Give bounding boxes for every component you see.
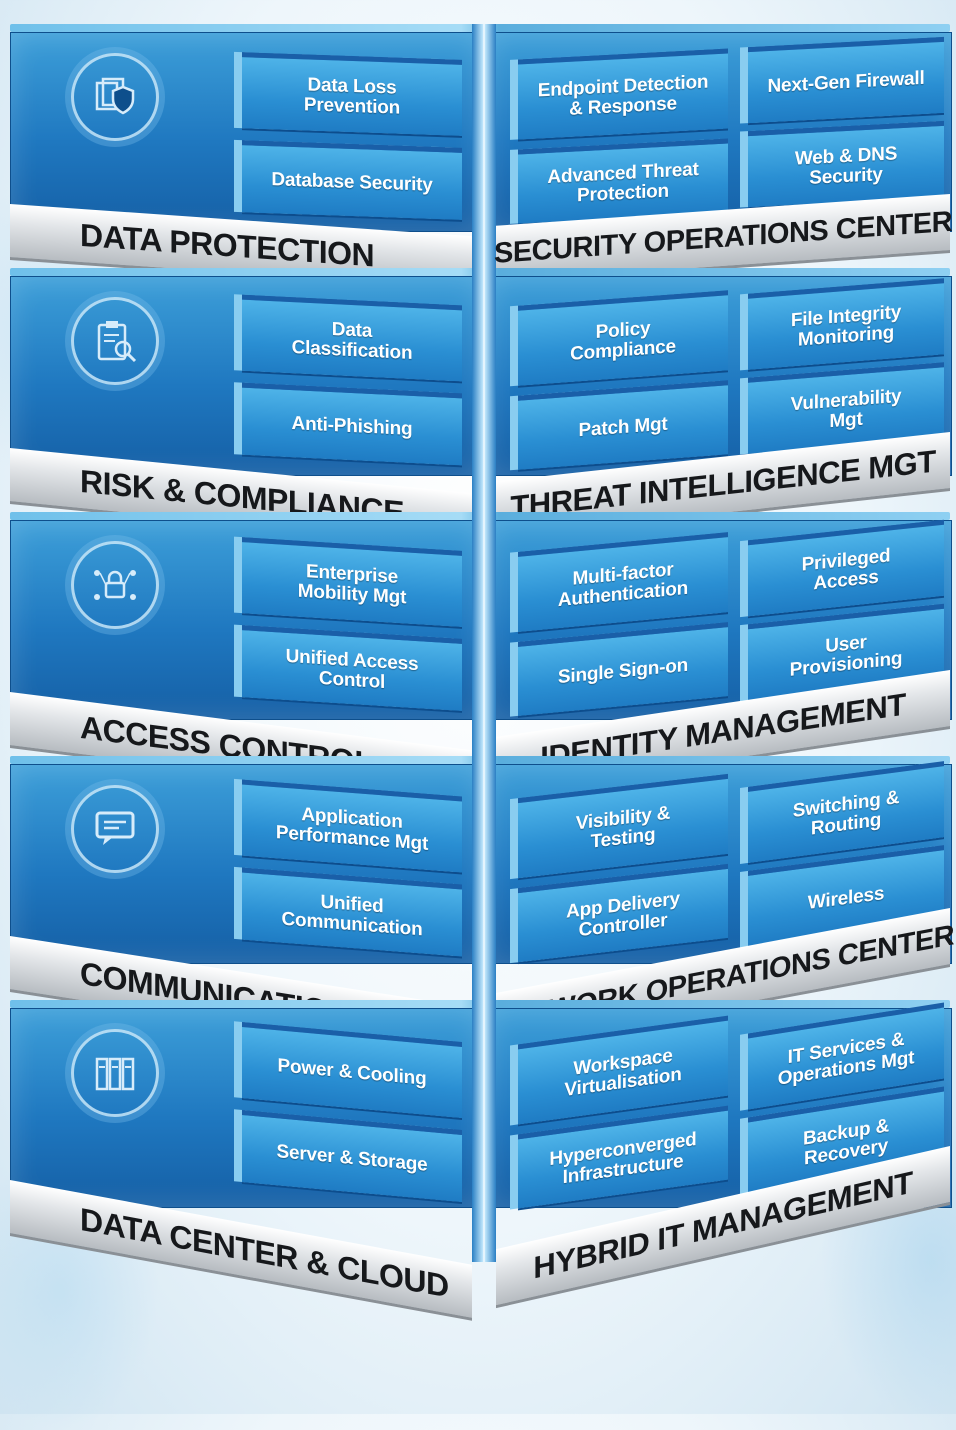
tier-spine: [472, 512, 496, 774]
tier-1-left-cell-1: Data Loss Prevention: [242, 52, 462, 136]
tier-2-left-cell-1: Data Classification: [242, 294, 462, 382]
tier-1-mid-cell-1: Endpoint Detection & Response: [518, 48, 728, 140]
tier-1-left-cell-2: Database Security: [242, 140, 462, 220]
chat-screen-icon: [71, 785, 159, 873]
tier-3-left-cell-2: Unified Access Control: [242, 625, 462, 711]
tier-3-left-cell-1: Enterprise Mobility Mgt: [242, 537, 462, 627]
clipboard-magnifier-icon: [71, 297, 159, 385]
server-rack-icon: [71, 1029, 159, 1117]
tier-spine: [472, 756, 496, 1018]
tier-1-right-cell-1: Next-Gen Firewall: [748, 36, 944, 124]
tier-spine: [472, 268, 496, 530]
tier-2-mid-cell-2: Patch Mgt: [518, 380, 728, 470]
tier-2-left-cell-2: Anti-Phishing: [242, 382, 462, 466]
tier-1-right-cell-2: Web & DNS Security: [748, 120, 944, 208]
tier-2-right-cell-1: File Integrity Monitoring: [748, 278, 944, 370]
tier-2-mid-cell-1: Policy Compliance: [518, 290, 728, 386]
tier-spine: [472, 1000, 496, 1262]
lock-network-icon: [71, 541, 159, 629]
tier-spine: [472, 24, 496, 286]
shield-documents-icon: [71, 53, 159, 141]
